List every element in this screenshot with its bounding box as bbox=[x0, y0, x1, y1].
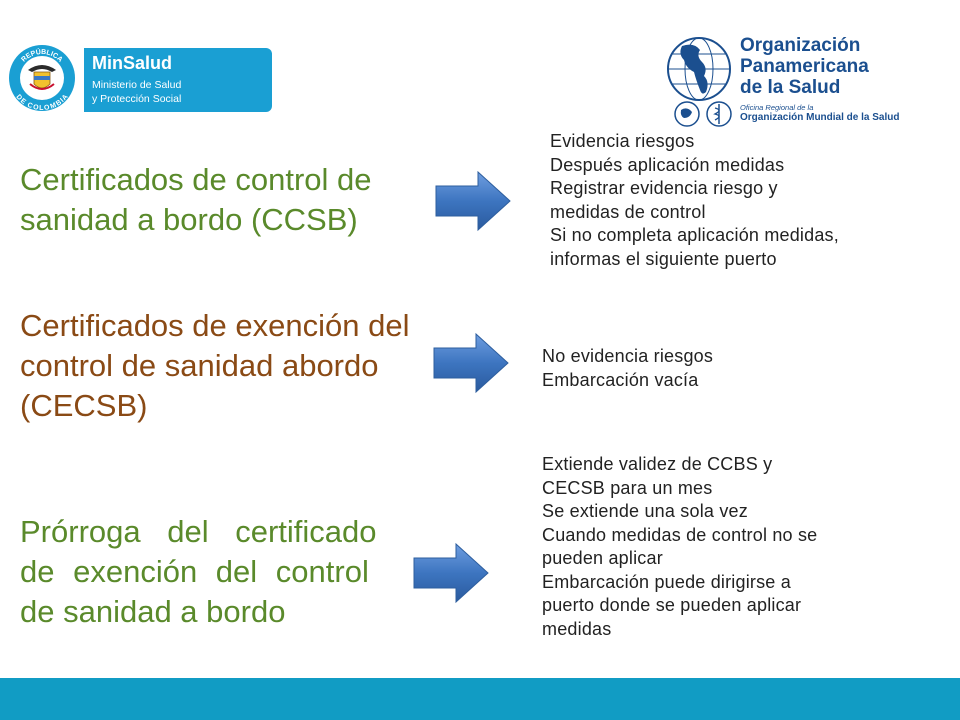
list-item: Si no completa aplicación medidas, bbox=[550, 225, 839, 245]
heading-ccsb: Certificados de control de sanidad a bor… bbox=[20, 160, 372, 240]
prorroga-items: Extiende validez de CCBS y CECSB para un… bbox=[542, 453, 817, 641]
paho-emblem-icon bbox=[674, 101, 700, 127]
heading-line: (CECSB) bbox=[20, 388, 148, 423]
list-item: Después aplicación medidas bbox=[550, 154, 785, 175]
list-item: Extiende validez de CCBS y bbox=[542, 454, 773, 474]
heading-line: sanidad a bordo (CCSB) bbox=[20, 202, 358, 237]
right-arrow-icon bbox=[435, 170, 511, 232]
right-arrow-icon bbox=[413, 542, 489, 604]
minsalud-name: MinSalud bbox=[92, 53, 172, 73]
list-item: pueden aplicar bbox=[542, 548, 663, 568]
list-item: Evidencia riesgos bbox=[550, 131, 695, 151]
bottom-bar bbox=[0, 678, 960, 720]
list-item: medidas bbox=[542, 618, 612, 639]
heading-line: Certificados de control de bbox=[20, 162, 372, 197]
minsalud-banner bbox=[84, 48, 272, 112]
list-item: medidas de control bbox=[550, 201, 706, 222]
heading-cecsb: Certificados de exención del control de … bbox=[20, 306, 409, 426]
heading-word: Prórroga del certificado bbox=[20, 514, 377, 549]
paho-globe-icon bbox=[667, 37, 731, 101]
ops-name-line3: de la Salud bbox=[740, 77, 841, 98]
list-item: No evidencia riesgos bbox=[542, 346, 714, 366]
list-item: Registrar evidencia riesgo y bbox=[550, 178, 778, 198]
list-item: CECSB para un mes bbox=[542, 477, 713, 498]
heading-line: Prórroga del certificado bbox=[20, 512, 377, 552]
heading-line: Certificados de exención del bbox=[20, 308, 410, 343]
heading-word: de exención del control bbox=[20, 554, 369, 589]
ops-sub-line2: Organización Mundial de la Salud bbox=[740, 112, 900, 123]
right-arrow-icon bbox=[433, 332, 509, 394]
ops-name-line2: Panamericana bbox=[740, 56, 869, 77]
heading-line: control de sanidad abordo bbox=[20, 348, 379, 383]
heading-line: de exención del control bbox=[20, 552, 369, 592]
list-item: informas el siguiente puerto bbox=[550, 248, 777, 269]
list-item: Embarcación vacía bbox=[542, 369, 699, 390]
cecsb-items: No evidencia riesgos Embarcación vacía bbox=[542, 345, 713, 392]
ops-name-line1: Organización bbox=[740, 35, 861, 56]
list-item: Se extiende una sola vez bbox=[542, 501, 748, 521]
minsalud-line1: Ministerio de Salud bbox=[92, 79, 182, 91]
who-emblem-icon bbox=[706, 101, 732, 127]
colombia-seal-icon: REPÚBLICA DE COLOMBIA bbox=[9, 45, 75, 112]
list-item: puerto donde se pueden aplicar bbox=[542, 595, 802, 615]
list-item: Cuando medidas de control no se bbox=[542, 524, 818, 545]
heading-prorroga: Prórroga del certificado de exención del… bbox=[20, 512, 377, 632]
list-item: Embarcación puede dirigirse a bbox=[542, 571, 791, 592]
ops-sub-line1: Oficina Regional de la bbox=[740, 103, 814, 112]
minsalud-line2: y Protección Social bbox=[92, 93, 182, 105]
heading-line: de sanidad a bordo bbox=[20, 594, 286, 629]
ccsb-items: Evidencia riesgos Después aplicación med… bbox=[550, 130, 839, 271]
